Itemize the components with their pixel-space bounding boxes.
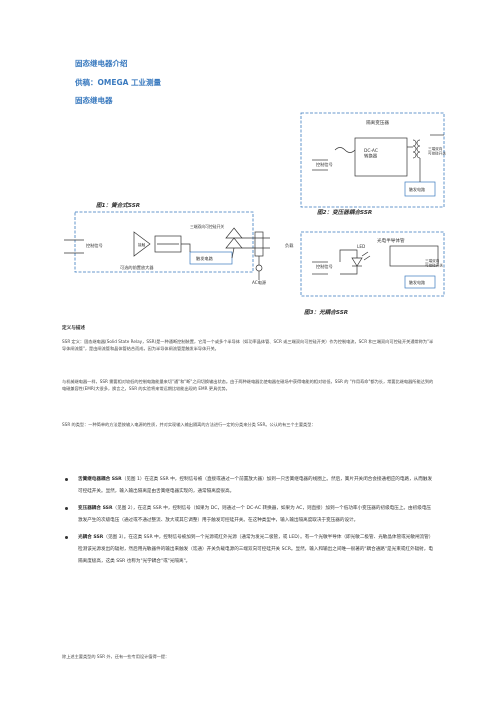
list-item: 光耦合 SSR（见图 3）。在这类 SSR 中，控制信号被加到一个光源或红外光源… <box>65 532 433 567</box>
figure-1-load: 负载 <box>285 242 294 249</box>
list-item-title: 变压器耦合 SSR <box>78 506 113 512</box>
figure-1-trigger-circuit: 触发电路 <box>196 255 214 262</box>
section-title: 定义与描述 <box>62 326 85 331</box>
figure-2-triac-switch: 三端双向可控硅开关 <box>428 146 446 155</box>
figure-3-trigger-circuit: 触发电路 <box>409 279 425 285</box>
footnote: 除上述主要类型的 SSR 外，还有一些专用设计值得一提： <box>62 654 170 659</box>
figure-1-ac-power: AC电源 <box>252 279 267 286</box>
list-item-title: 舌簧继电器耦合 SSR <box>78 477 122 482</box>
list-item-text: （见图 2），在这类 SSR 中，控制信号（如果为 DC，则通过一个 DC-AC… <box>78 506 432 523</box>
figure-2-transformer: 隔离变压器 <box>366 119 389 126</box>
figure-3-photo-transistor: 光电半导体管 <box>377 237 405 244</box>
figure-3-led: LED <box>357 244 365 249</box>
list-item-text: （见图 3）。在这类 SSR 中，控制信号被加到一个光源或红外光源（通常为发光二… <box>78 535 433 564</box>
doc-title-line-2: 供稿：OMEGA 工业测量 <box>75 78 162 87</box>
figure-3-control-signal: 控制信号 <box>316 263 333 270</box>
figure-1-amplifier: 可选的前置放大器 <box>120 264 154 271</box>
figure-3-caption: 图3：光耦合SSR <box>304 309 348 316</box>
ssr-type-list: 舌簧继电器耦合 SSR（见图 1）在这类 SSR 中，控制信号被（直接或通过一个… <box>65 474 433 573</box>
doc-title-line-3: 固态继电器 <box>75 96 113 105</box>
list-item-text: （见图 1）在这类 SSR 中，控制信号被（直接或通过一个前置放大器）加到一只舌… <box>78 477 433 494</box>
paragraph-comparison: 与机械继电器一样，SSR 需要相对较低的控制电路能量来切"通"和"断"之间切换输… <box>62 379 434 391</box>
figure-1-reed-label: 接触 <box>138 242 146 247</box>
figure-1-control-signal: 控制信号 <box>86 242 103 249</box>
doc-title-line-1: 固态继电器介绍 <box>75 59 128 68</box>
figure-2-control-signal: 控制信号 <box>316 161 333 168</box>
figure-1-caption: 图1：簧合式SSR <box>96 202 140 209</box>
list-item: 舌簧继电器耦合 SSR（见图 1）在这类 SSR 中，控制信号被（直接或通过一个… <box>65 474 433 497</box>
list-item: 变压器耦合 SSR（见图 2），在这类 SSR 中，控制信号（如果为 DC，则通… <box>65 503 433 526</box>
figure-3-triac-switch: 三端双向可控硅开关 <box>425 258 443 267</box>
figure-1-triac-trigger: 三端双向可控硅开关 <box>190 224 224 229</box>
figure-2-trigger-circuit: 触发电路 <box>409 186 425 192</box>
paragraph-types: SSR 的类型：一种简单的方法是按输入电源的性质，并对实现输入输出隔离的方法进行… <box>62 422 316 427</box>
figure-2-caption: 图2：变压器耦合SSR <box>317 209 372 216</box>
paragraph-definition: SSR 定义：固态继电器(Solid State Relay，SSR)是一种通断… <box>62 339 434 351</box>
list-item-title: 光耦合 SSR <box>78 535 104 541</box>
